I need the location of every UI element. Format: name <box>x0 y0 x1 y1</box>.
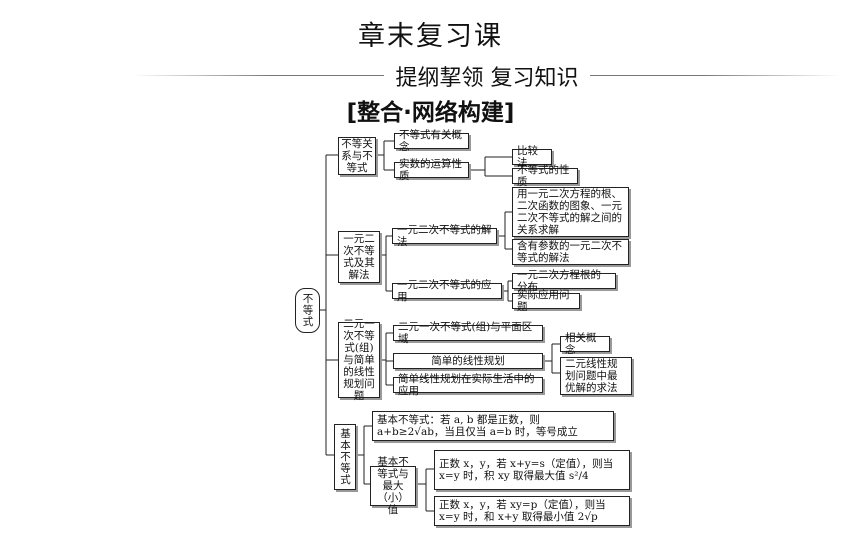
root-node-inequality: 不等式 <box>295 288 320 333</box>
node-root-distribution: 一元二次方程根的分布 <box>512 269 616 293</box>
node-inequality-concepts: 不等式有关概念 <box>394 129 469 153</box>
node-inequality-properties: 不等式的性质 <box>512 164 578 188</box>
node-label: 二元线性规划问题中最优解的求法 <box>565 358 618 394</box>
node-linear-programming-application: 简单线性规划在实际生活中的应用 <box>393 373 543 397</box>
node-label: 简单的线性规划 <box>431 355 505 367</box>
node-roots-graph-relation: 用一元二次方程的根、二次函数的图象、一元二次不等式的解之间的关系求解 <box>512 187 629 237</box>
section-quadratic-inequality: 一元二次不等式及其解法 <box>338 231 380 283</box>
page-subtitle: 提纲挈领 复习知识 <box>395 66 579 91</box>
node-label: 不等式的性质 <box>517 164 570 188</box>
node-label: 比较法 <box>517 145 538 169</box>
node-simple-linear-programming: 简单的线性规划 <box>393 353 543 369</box>
node-basic-inequality-statement: 基本不等式：若 a, b 都是正数，则 a+b≥2√ab，当且仅当 a=b 时，… <box>372 411 614 441</box>
node-label: 正数 x，y，若 xy=p（定值），则当 x=y 时，和 x+y 取得最小值 2… <box>439 499 606 523</box>
node-label: 相关概念 <box>565 332 597 356</box>
node-label: 正数 x，y，若 x+y=s（定值），则当 x=y 时，积 xy 取得最大值 s… <box>439 458 614 482</box>
section-label: 一元二次不等式及其解法 <box>343 233 375 281</box>
subtitle-line-left <box>132 75 384 76</box>
node-plane-region: 二元一次不等式(组)与平面区域 <box>393 321 543 345</box>
section-inequality-relations: 不等关系与不等式 <box>338 137 376 175</box>
node-product-fixed-min-sum: 正数 x，y，若 xy=p（定值），则当 x=y 时，和 x+y 取得最小值 2… <box>434 496 630 526</box>
node-label: 一元二次方程根的分布 <box>517 269 601 293</box>
section-label: 二元一次不等式(组)与简单的线性规划问题 <box>343 318 375 402</box>
node-related-concepts: 相关概念 <box>560 332 610 356</box>
section-heading: [整合·网络构建] <box>346 100 515 126</box>
node-real-number-properties: 实数的运算性质 <box>394 158 469 182</box>
node-optimal-solution-method: 二元线性规划问题中最优解的求法 <box>560 357 632 395</box>
section-linear-programming: 二元一次不等式(组)与简单的线性规划问题 <box>338 318 380 402</box>
subtitle-row: 提纲挈领 复习知识 <box>0 60 861 91</box>
node-max-min-values: 基本不等式与最大（小）值 <box>370 456 416 516</box>
node-label: 实际应用问题 <box>517 289 570 313</box>
node-quadratic-application: 一元二次不等式的应用 <box>392 279 502 303</box>
node-label: 实数的运算性质 <box>399 158 462 182</box>
node-quadratic-solving: 一元二次不等式的解法 <box>392 224 497 248</box>
node-label: 简单线性规划在实际生活中的应用 <box>398 373 535 397</box>
node-label: 基本不等式：若 a, b 都是正数，则 a+b≥2√ab，当且仅当 a=b 时，… <box>377 414 578 438</box>
node-label: 二元一次不等式(组)与平面区域 <box>398 321 533 345</box>
node-practical-problems: 实际应用问题 <box>512 289 580 313</box>
node-label: 一元二次不等式的应用 <box>397 279 492 303</box>
node-parameter-inequality: 含有参数的一元二次不等式的解法 <box>512 239 629 265</box>
node-label: 一元二次不等式的解法 <box>397 224 492 248</box>
node-label: 不等式有关概念 <box>399 129 462 153</box>
page-title: 章末复习课 <box>358 21 503 52</box>
node-label: 含有参数的一元二次不等式的解法 <box>517 240 622 264</box>
root-label: 不等式 <box>301 293 314 328</box>
section-label: 不等关系与不等式 <box>341 138 373 174</box>
subtitle-line-right <box>590 75 840 76</box>
section-basic-inequality: 基本不等式 <box>334 424 356 490</box>
node-comparison-method: 比较法 <box>512 145 552 169</box>
node-label: 用一元二次方程的根、二次函数的图象、一元二次不等式的解之间的关系求解 <box>517 188 622 236</box>
node-sum-fixed-max-product: 正数 x，y，若 x+y=s（定值），则当 x=y 时，积 xy 取得最大值 s… <box>434 450 630 490</box>
node-label: 基本不等式与最大（小）值 <box>377 456 409 516</box>
section-label: 基本不等式 <box>339 428 351 486</box>
